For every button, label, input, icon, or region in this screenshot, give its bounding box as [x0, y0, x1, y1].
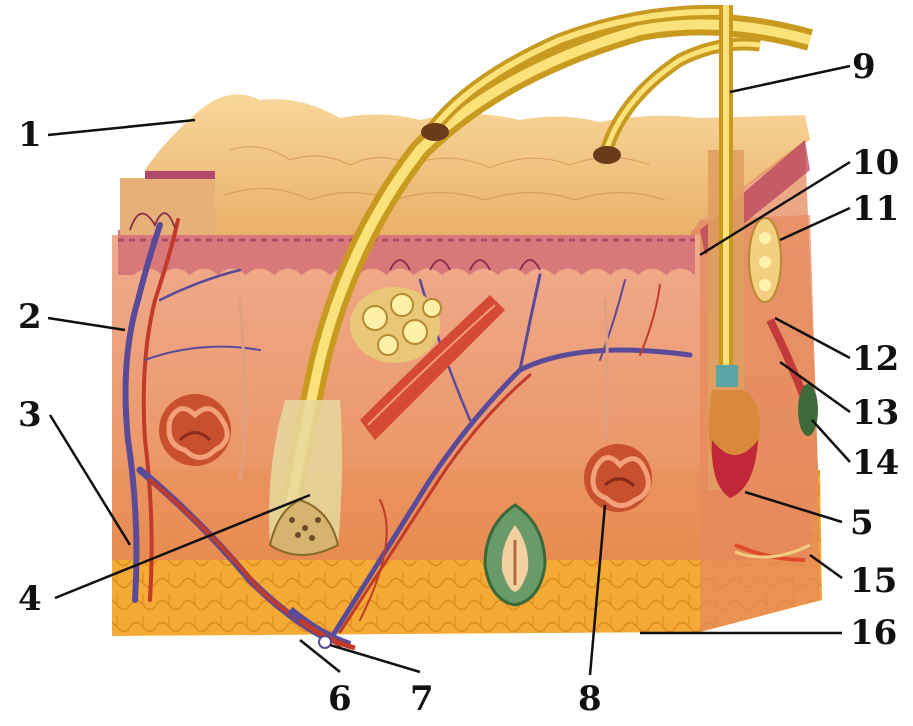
label-4: 4	[18, 582, 42, 616]
label-2: 2	[18, 300, 42, 334]
label-8: 8	[578, 682, 602, 716]
label-5: 5	[850, 506, 874, 540]
label-1: 1	[18, 118, 42, 152]
sweat-gland-left	[159, 394, 231, 466]
papillary-layer	[118, 230, 695, 275]
label-14: 14	[852, 446, 899, 480]
label-16: 16	[850, 616, 897, 650]
label-13: 13	[852, 396, 899, 430]
label-3: 3	[18, 398, 42, 432]
label-12: 12	[852, 342, 899, 376]
label-6: 6	[328, 682, 352, 716]
label-15: 15	[850, 564, 897, 598]
label-10: 10	[852, 146, 899, 180]
label-11: 11	[852, 192, 899, 226]
label-7: 7	[410, 682, 434, 716]
label-9: 9	[852, 50, 876, 84]
sweat-gland-right	[584, 444, 652, 512]
